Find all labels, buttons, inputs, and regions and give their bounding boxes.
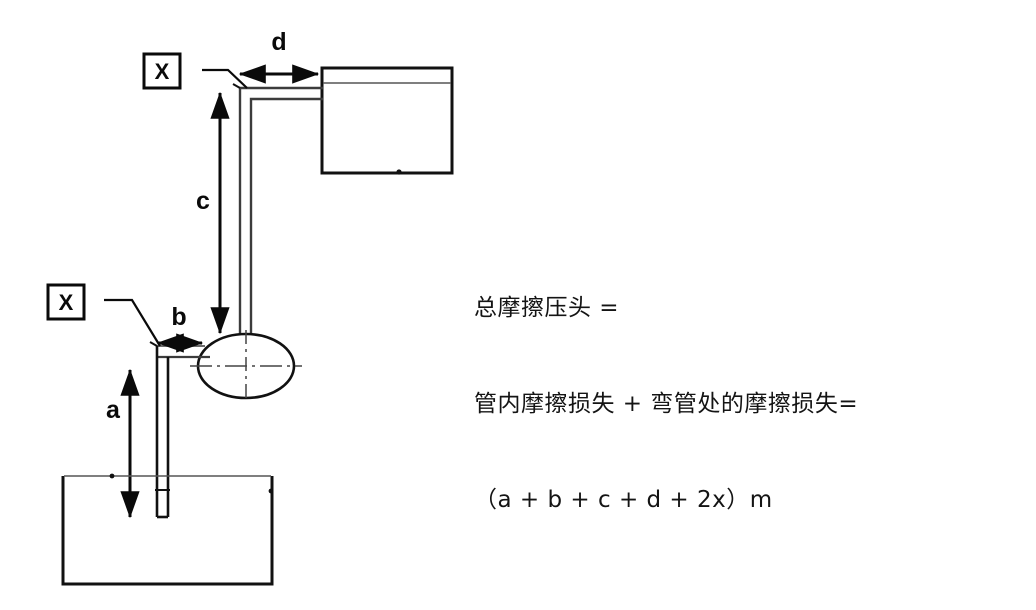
dimension-a-label: a <box>106 396 121 424</box>
pump-symbol <box>190 330 302 402</box>
x-label-top: X <box>142 52 248 90</box>
lower-tank-level-dot-left <box>109 473 115 479</box>
formula-line-3: （a + b + c + d + 2x）m <box>474 487 773 513</box>
discharge-pipe <box>238 86 323 340</box>
dimension-d-label: d <box>271 28 286 56</box>
x-label-bottom-leader <box>104 298 161 347</box>
bottom-elbow <box>149 341 158 347</box>
dimension-a: a <box>106 368 140 519</box>
formula-line-1: 总摩擦压头 = <box>474 295 620 321</box>
upper-tank <box>320 66 454 175</box>
lower-tank-body <box>61 476 274 586</box>
top-elbow <box>232 83 241 89</box>
dimension-d: d <box>238 28 320 84</box>
x-label-bottom-text: X <box>59 290 74 315</box>
dimension-b: b <box>156 303 204 353</box>
discharge-pipe-outer-wall <box>238 86 323 340</box>
upper-tank-outlet-dot <box>396 169 402 175</box>
dimension-b-label: b <box>171 303 186 331</box>
x-label-top-box <box>142 52 182 90</box>
upper-tank-body <box>320 66 454 175</box>
top-elbow-corner <box>232 83 241 89</box>
x-label-bottom-box <box>46 283 86 321</box>
formula-line-2: 管内摩擦损失 + 弯管处的摩擦损失= <box>474 391 859 417</box>
dimension-c-label: c <box>196 187 210 215</box>
friction-head-formula: 总摩擦压头 = 管内摩擦损失 + 弯管处的摩擦损失= （a + b + c + … <box>474 228 1019 580</box>
x-label-top-text: X <box>155 59 170 84</box>
discharge-pipe-inner-wall <box>249 97 323 340</box>
lower-tank-level-dot-right <box>268 488 274 494</box>
dimension-c: c <box>196 91 230 335</box>
lower-tank <box>61 473 274 586</box>
x-label-bottom: X <box>46 283 161 347</box>
suction-pipe <box>155 345 210 519</box>
bottom-elbow-corner <box>149 341 158 347</box>
